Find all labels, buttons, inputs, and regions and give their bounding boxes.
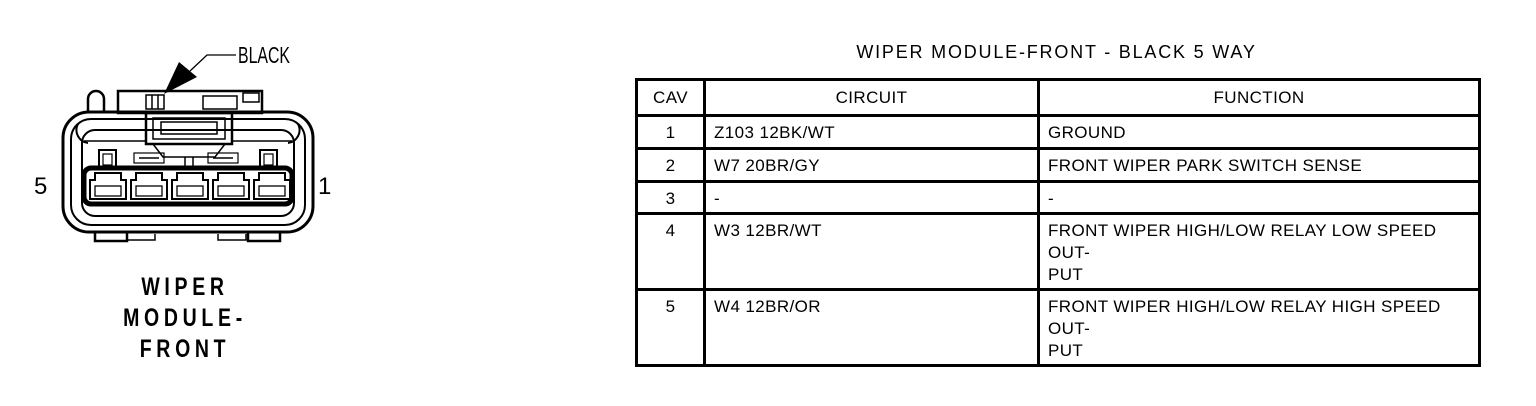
function-cell: FRONT WIPER PARK SWITCH SENSE	[1037, 147, 1481, 183]
caption-line-2: MODULE-	[123, 304, 247, 332]
pinout-table: CAV CIRCUIT FUNCTION 1 Z103 12BK/WT GROU…	[635, 78, 1481, 367]
connector-diagram: BLACK 5 1	[34, 42, 331, 243]
figure-caption: WIPER MODULE- FRONT	[88, 272, 283, 365]
function-cell: FRONT WIPER HIGH/LOW RELAY LOW SPEED OUT…	[1037, 212, 1481, 291]
pin-5-label: 5	[34, 173, 47, 200]
header-circuit: CIRCUIT	[703, 78, 1040, 117]
function-cell: GROUND	[1037, 114, 1481, 150]
circuit-cell: W4 12BR/OR	[703, 288, 1040, 367]
cav-cell: 2	[635, 147, 706, 183]
circuit-cell: W7 20BR/GY	[703, 147, 1040, 183]
table-row: 3 - -	[635, 180, 1481, 215]
corner-hook-right	[287, 123, 301, 144]
circuit-cell: W3 12BR/WT	[703, 212, 1040, 291]
table-row: 4 W3 12BR/WT FRONT WIPER HIGH/LOW RELAY …	[635, 212, 1481, 291]
table-row: 5 W4 12BR/OR FRONT WIPER HIGH/LOW RELAY …	[635, 288, 1481, 367]
connector-latch	[144, 111, 234, 146]
connector-lock-rail	[116, 89, 264, 115]
caption-line-3: FRONT	[139, 335, 231, 363]
mounting-feet	[93, 232, 282, 243]
connector-color-label: BLACK	[238, 42, 290, 68]
function-cell: -	[1037, 180, 1481, 215]
cav-cell: 4	[635, 212, 706, 291]
connector-drawing	[61, 54, 315, 243]
corner-hook-left	[75, 123, 89, 144]
cav-cell: 5	[635, 288, 706, 367]
connector-nub	[86, 89, 106, 112]
cav-cell: 1	[635, 114, 706, 150]
leader-line	[189, 54, 236, 72]
function-cell: FRONT WIPER HIGH/LOW RELAY HIGH SPEED OU…	[1037, 288, 1481, 367]
pin-1-label: 1	[318, 173, 331, 200]
terminal-cavities	[89, 172, 291, 200]
table-row: 2 W7 20BR/GY FRONT WIPER PARK SWITCH SEN…	[635, 147, 1481, 183]
table-title: WIPER MODULE-FRONT - BLACK 5 WAY	[856, 42, 1257, 62]
terminal-band	[81, 165, 295, 207]
header-function: FUNCTION	[1037, 78, 1481, 117]
caption-line-1: WIPER	[141, 273, 229, 301]
connector-body-mid	[70, 118, 306, 226]
leader-arrow-icon	[164, 62, 197, 94]
circuit-cell: Z103 12BK/WT	[703, 114, 1040, 150]
header-row: CAV CIRCUIT FUNCTION	[635, 78, 1481, 117]
circuit-cell: -	[703, 180, 1040, 215]
header-cav: CAV	[635, 78, 706, 117]
cav-cell: 3	[635, 180, 706, 215]
table-row: 1 Z103 12BK/WT GROUND	[635, 114, 1481, 150]
